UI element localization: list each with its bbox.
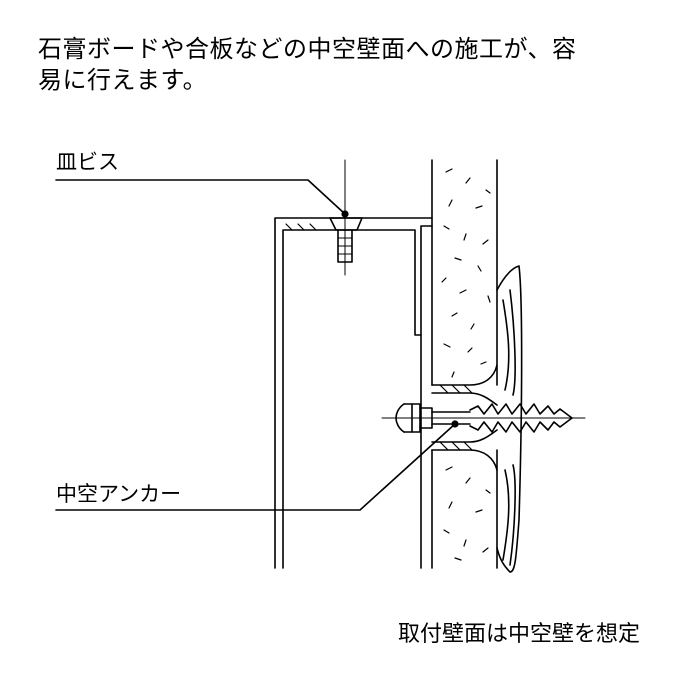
intro-line-1: 石膏ボードや合板などの中空壁面への施工が、容 bbox=[38, 35, 577, 63]
intro-text: 石膏ボードや合板などの中空壁面への施工が、容 易に行えます。 bbox=[38, 34, 648, 96]
label-countersunk-screw: 皿ビス bbox=[56, 150, 119, 174]
countersunk-screw bbox=[329, 159, 363, 276]
leader-dot-anchor bbox=[451, 420, 459, 428]
leader-lines bbox=[55, 179, 459, 511]
footnote-text: 取付壁面は中空壁を想定 bbox=[397, 622, 640, 647]
anchor-screw bbox=[381, 403, 586, 433]
leader-dot-screw bbox=[341, 210, 349, 218]
label-hollow-anchor: 中空アンカー bbox=[56, 482, 182, 506]
anchor-body bbox=[431, 265, 523, 573]
intro-line-2: 易に行えます。 bbox=[38, 66, 208, 94]
mounting-channel bbox=[274, 217, 433, 569]
wall-board bbox=[431, 159, 498, 569]
